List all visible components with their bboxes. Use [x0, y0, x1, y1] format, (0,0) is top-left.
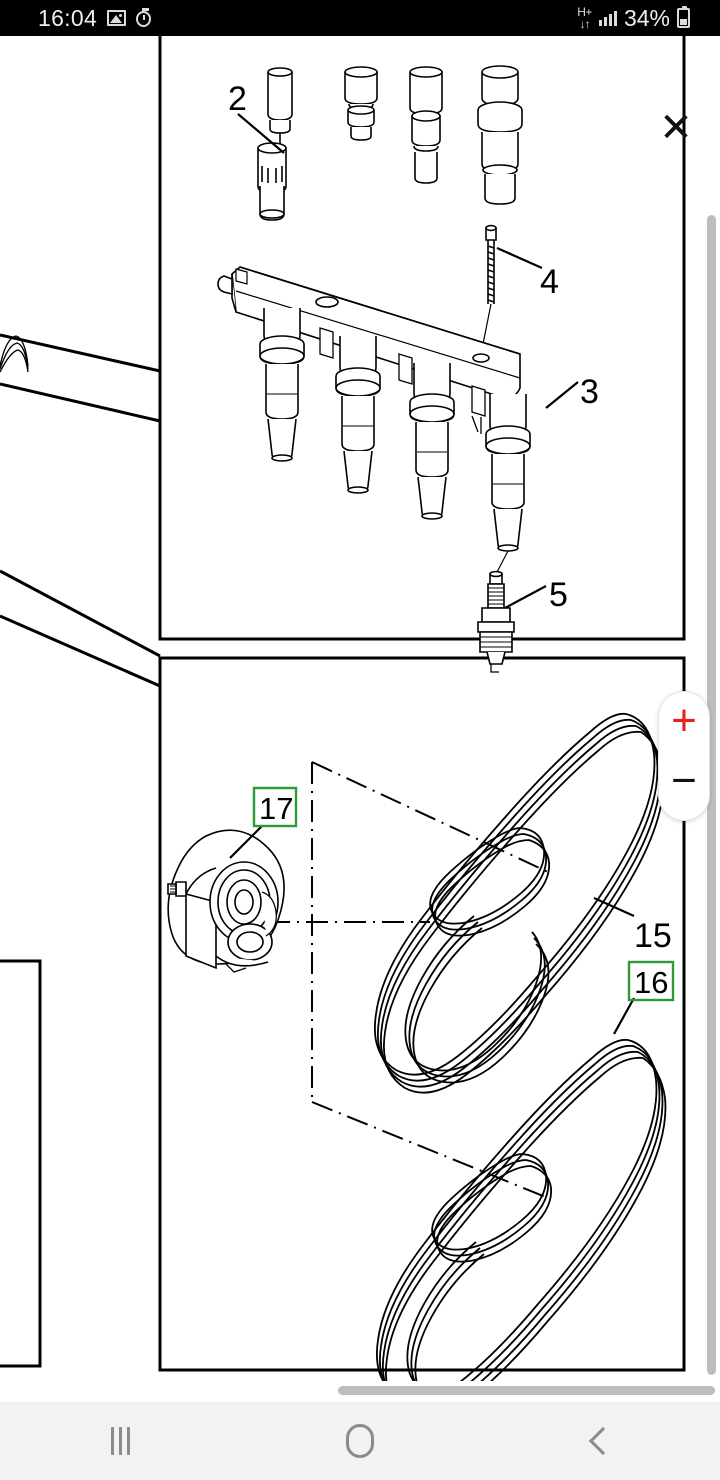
callout-label-15: 15 — [634, 917, 672, 955]
photo-icon — [107, 10, 127, 26]
home-button[interactable] — [300, 1411, 420, 1471]
horizontal-scrollbar[interactable] — [338, 1386, 715, 1395]
retaining-bolt — [480, 224, 497, 355]
close-button[interactable]: ✕ — [659, 106, 693, 150]
vertical-scrollbar[interactable] — [707, 215, 716, 1375]
coil-tower-3 — [409, 363, 455, 520]
battery-percent-label: 34% — [623, 4, 670, 31]
updown-arrows-icon: ↓↑ — [579, 17, 591, 31]
back-chevron-icon — [588, 1426, 618, 1456]
parts-diagram[interactable]: 2 4 3 5 17 15 16 — [0, 36, 720, 1381]
callout-leaders-lower — [229, 825, 635, 1035]
spark-plug-boot-detached — [257, 67, 293, 221]
zoom-control-group: + − — [658, 691, 710, 821]
callout-box-17[interactable] — [252, 786, 298, 828]
signal-icon — [598, 10, 617, 26]
status-bar: 16:04 H+ ↓↑ 34% — [0, 0, 720, 36]
alignment-dash-lines — [268, 761, 549, 1199]
spark-plug — [477, 550, 515, 673]
panel-border-ignition — [158, 36, 686, 641]
diagram-viewer[interactable]: 2 4 3 5 17 15 16 ✕ + − — [0, 36, 720, 1381]
clock: 16:04 — [38, 4, 98, 31]
zoom-in-button[interactable]: + — [671, 696, 697, 745]
battery-icon — [677, 6, 690, 28]
recents-button[interactable] — [60, 1411, 180, 1471]
recents-icon — [110, 1427, 130, 1455]
timer-icon — [136, 8, 152, 27]
callout-label-5: 5 — [549, 576, 568, 614]
coil-stem-d — [477, 65, 523, 205]
panel-connector-lines — [0, 333, 161, 1368]
coil-tower-4 — [485, 394, 531, 552]
navigation-bar — [0, 1402, 720, 1480]
ignition-coil-assembly — [217, 65, 531, 673]
data-transfer-icon: H+ ↓↑ — [577, 6, 592, 30]
status-bar-left: 16:04 — [38, 4, 152, 32]
back-button[interactable] — [540, 1411, 660, 1471]
coil-stem-c — [409, 66, 443, 184]
status-bar-right: H+ ↓↑ 34% — [577, 5, 690, 32]
rail-connector-pins — [319, 327, 486, 434]
coil-stem-b — [344, 66, 378, 141]
zoom-out-button[interactable]: − — [671, 756, 697, 805]
callout-label-3: 3 — [580, 373, 599, 411]
coil-tower-2 — [335, 336, 381, 494]
callout-leaders-upper — [237, 113, 579, 609]
belt-tensioner-pulley — [167, 829, 285, 973]
panel-border-belts — [158, 656, 686, 1372]
home-icon — [346, 1424, 374, 1458]
partial-hose-sketch — [0, 335, 29, 373]
callout-box-16[interactable] — [627, 960, 675, 1002]
network-type-label: H+ — [577, 5, 592, 19]
callout-label-16: 16 — [634, 965, 668, 1000]
drive-belt-lower — [376, 1038, 667, 1381]
drive-belt-upper — [374, 712, 665, 1094]
callout-labels: 2 4 3 5 17 15 16 — [228, 80, 675, 1002]
coil-tower-1 — [259, 308, 305, 462]
callout-label-17: 17 — [259, 791, 293, 826]
callout-label-2: 2 — [228, 80, 247, 118]
callout-label-4: 4 — [540, 263, 559, 301]
